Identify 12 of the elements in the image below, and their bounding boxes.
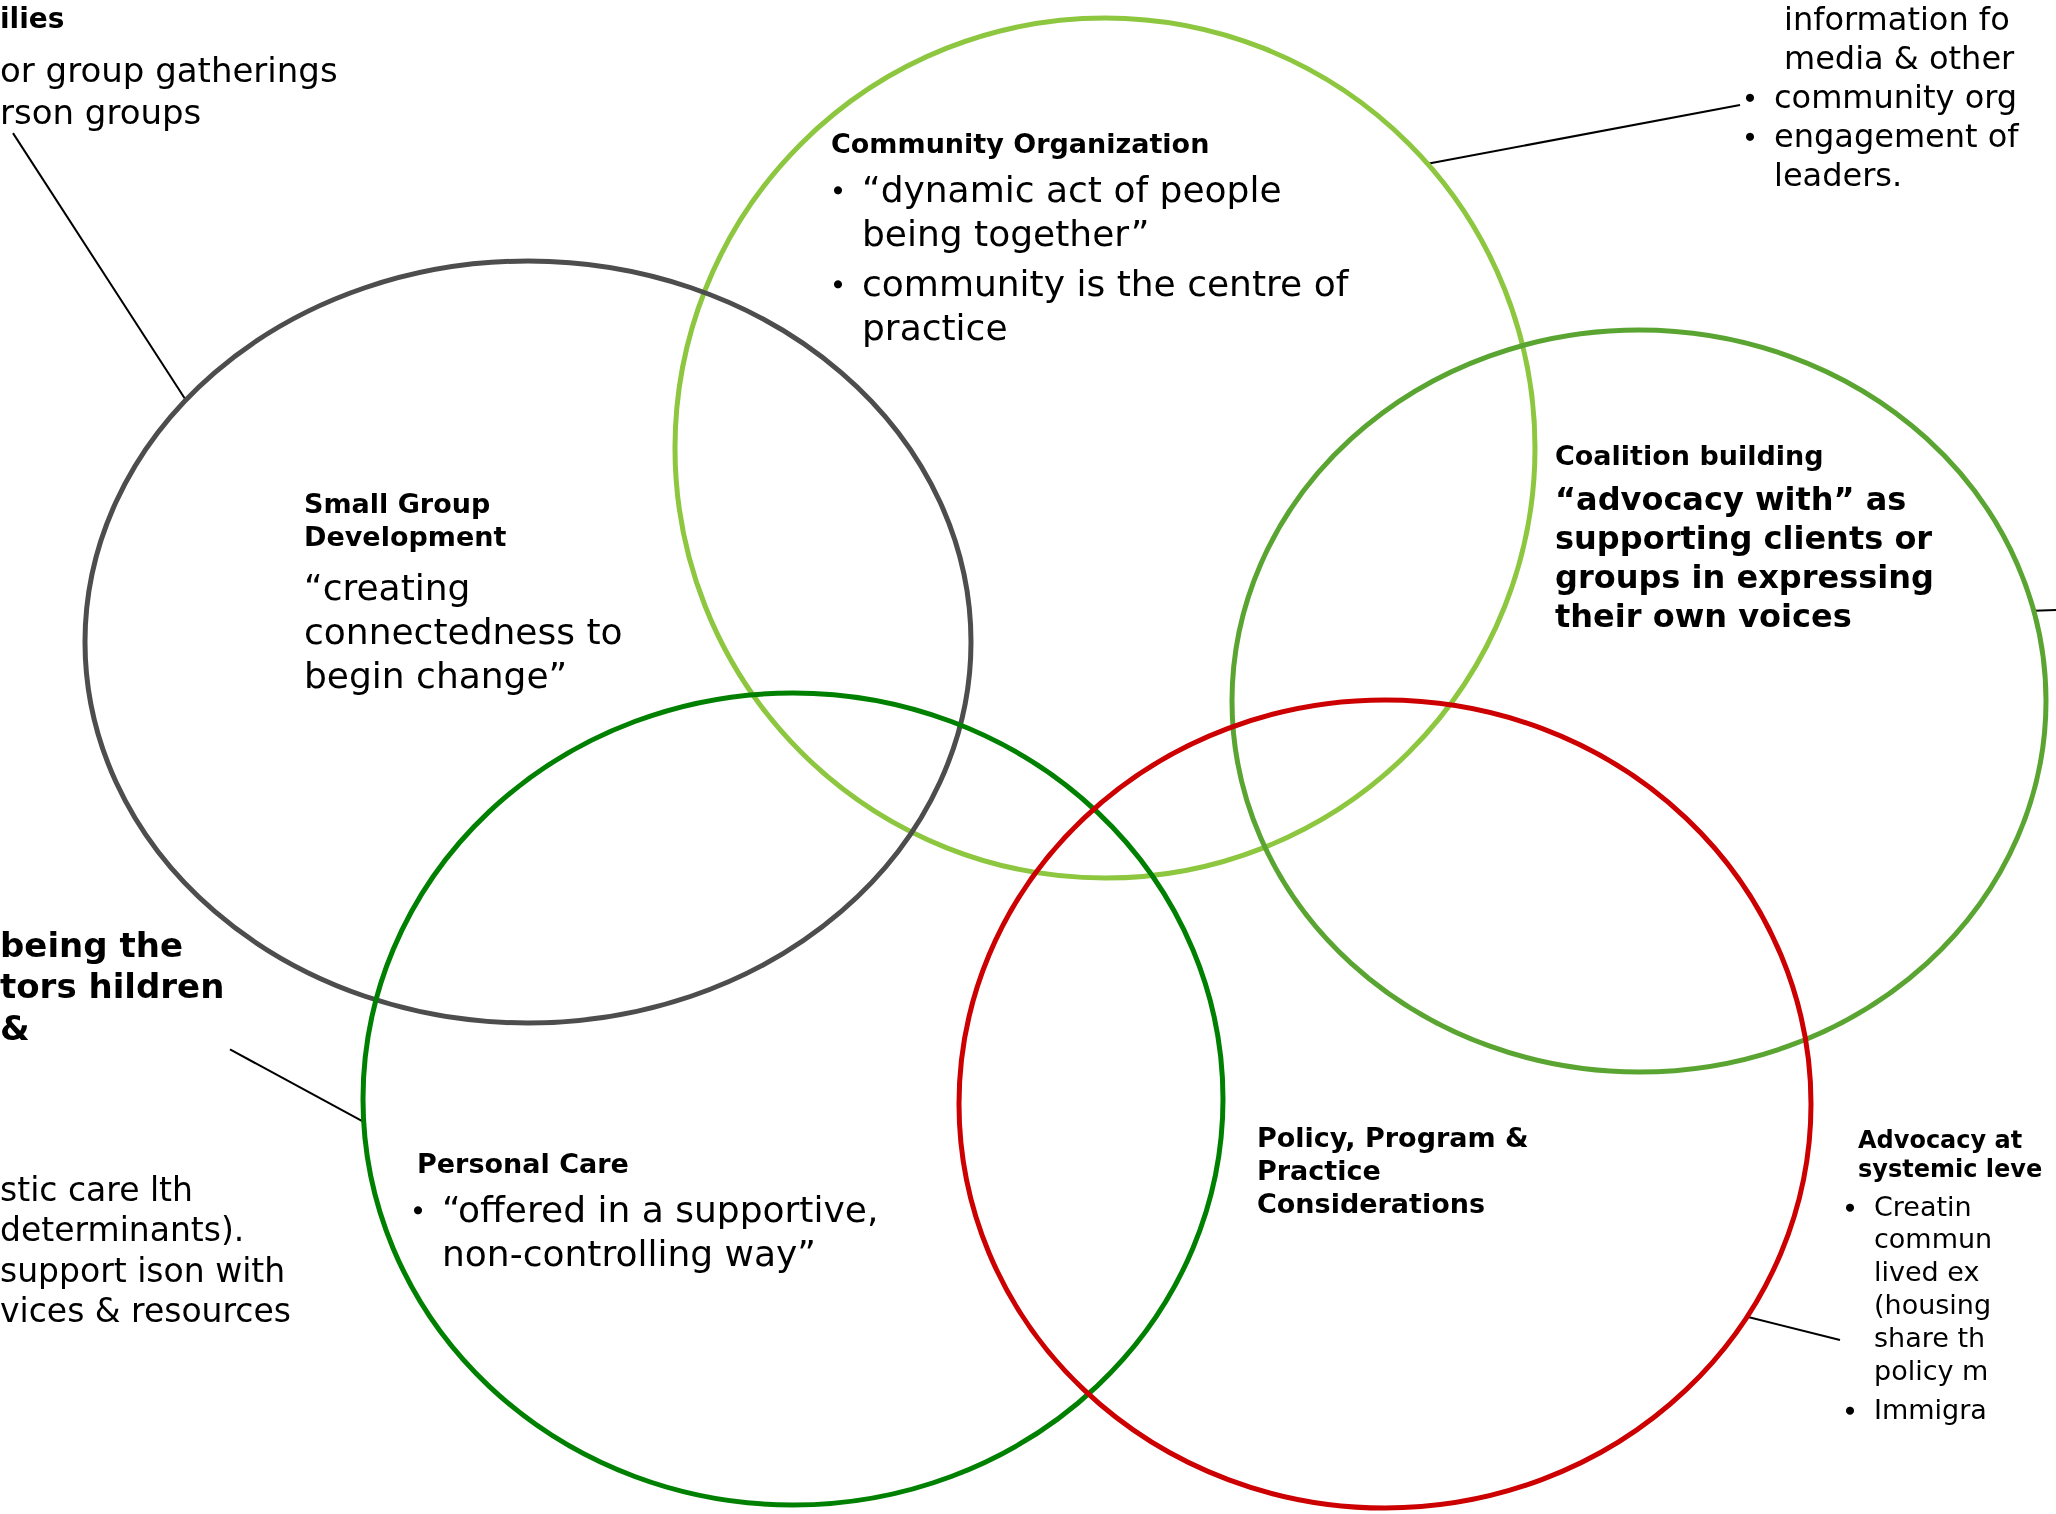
body-text: or group gatherings rson groups xyxy=(0,50,339,134)
heading-text: Advocacy at systemic leve xyxy=(1858,1126,2044,1185)
circle-heading: Community Organization xyxy=(831,128,1211,161)
body-text: stic care lth determinants). support ison with vices & resources xyxy=(0,1170,292,1331)
circle-heading: Personal Care xyxy=(417,1148,630,1181)
circle-heading: Policy, Program & Practice Considerations xyxy=(1257,1122,1530,1221)
circle-text: “creating connectedness to begin change” xyxy=(304,566,624,698)
circle-heading: Small Group Development xyxy=(304,488,508,554)
heading-text: ilies xyxy=(0,2,66,37)
heading-text: being the tors hildren & xyxy=(0,925,226,1050)
circle-heading: Coalition building xyxy=(1555,440,1825,473)
circle-text: “advocacy with” as supporting clients or groups in expressing their own voices xyxy=(1555,480,1935,637)
